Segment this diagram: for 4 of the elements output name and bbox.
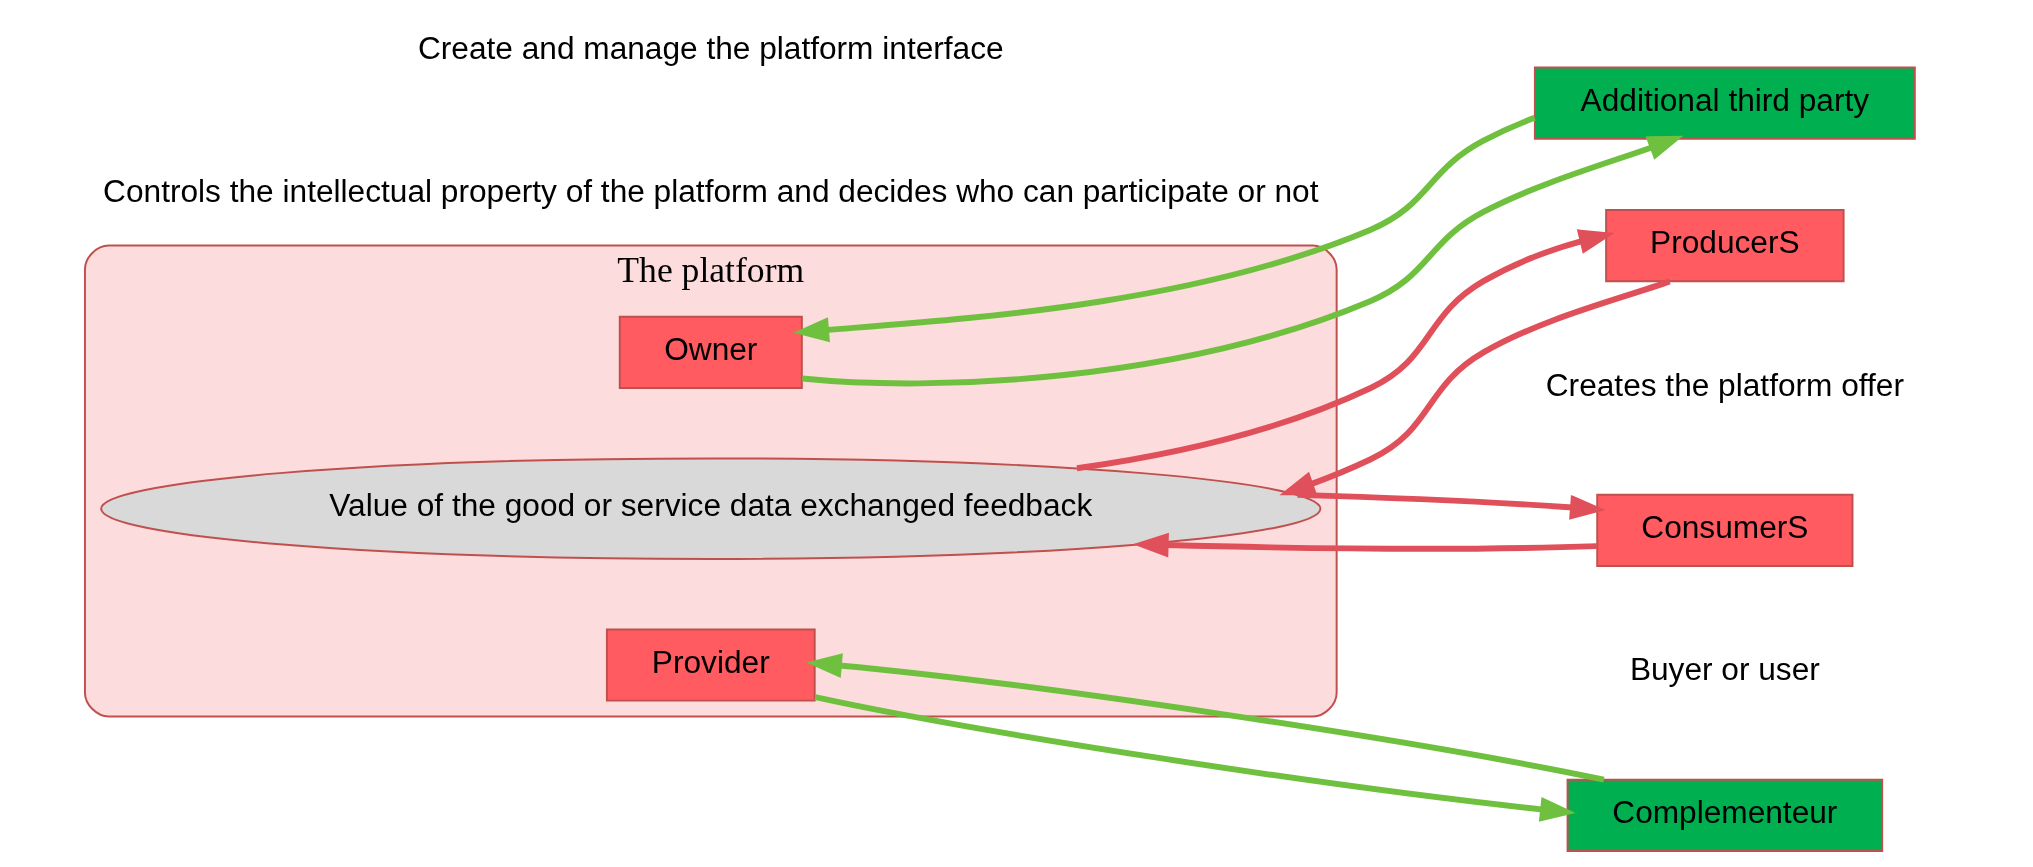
label: Controls the intellectual property of the platform and decides who can participate or not [103,172,1319,209]
node-label: Creates the platform offer [1545,366,1904,403]
node-label: Buyer or user [1629,651,1820,688]
label: Create and manage the platform interface [417,30,1004,67]
